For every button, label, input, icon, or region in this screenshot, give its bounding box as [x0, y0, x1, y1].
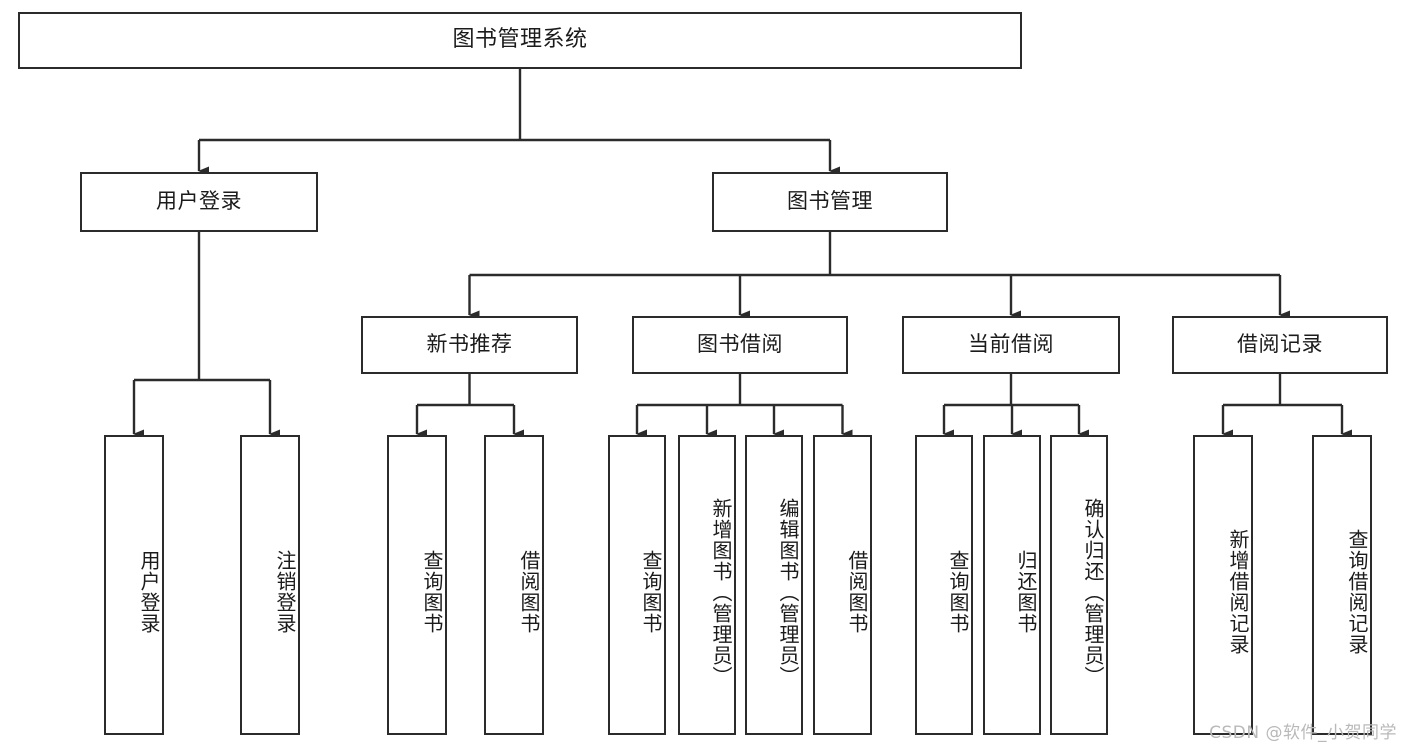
node-book-manage[interactable]: 图书管理 [712, 172, 948, 232]
node-leaf-user-login[interactable]: 用户登录 [104, 435, 164, 735]
node-leaf-confirm-return-admin-label: 确认归还（管理员） [1081, 497, 1105, 687]
node-leaf-add-borrow-record[interactable]: 新增借阅记录 [1193, 435, 1253, 735]
node-borrow-record[interactable]: 借阅记录 [1172, 316, 1388, 374]
node-borrow-record-label: 借阅记录 [1237, 332, 1323, 357]
node-book-borrow-label: 图书借阅 [697, 332, 783, 357]
edge-group [132, 69, 1352, 439]
node-leaf-borrow-book-2[interactable]: 借阅图书 [813, 435, 872, 735]
node-root[interactable]: 图书管理系统 [18, 12, 1022, 69]
node-user-login[interactable]: 用户登录 [80, 172, 318, 232]
node-leaf-edit-book-admin[interactable]: 编辑图书（管理员） [745, 435, 803, 735]
watermark: CSDN @软件_小贺同学 [1209, 723, 1397, 743]
node-root-label: 图书管理系统 [452, 27, 588, 53]
node-current-borrow-label: 当前借阅 [968, 332, 1054, 357]
node-leaf-query-book-2-label: 查询图书 [639, 550, 663, 634]
node-leaf-query-book-3-label: 查询图书 [946, 550, 970, 634]
node-leaf-user-login-label: 用户登录 [137, 550, 161, 634]
node-new-book-recommend[interactable]: 新书推荐 [361, 316, 578, 374]
node-leaf-borrow-book-1-label: 借阅图书 [517, 550, 541, 634]
node-leaf-query-book-2[interactable]: 查询图书 [608, 435, 666, 735]
node-leaf-query-borrow-record-label: 查询借阅记录 [1345, 529, 1369, 655]
node-leaf-query-borrow-record[interactable]: 查询借阅记录 [1312, 435, 1372, 735]
node-leaf-add-borrow-record-label: 新增借阅记录 [1226, 529, 1250, 655]
node-leaf-edit-book-admin-label: 编辑图书（管理员） [776, 497, 800, 687]
node-leaf-confirm-return-admin[interactable]: 确认归还（管理员） [1050, 435, 1108, 735]
node-leaf-return-book-label: 归还图书 [1014, 550, 1038, 634]
node-current-borrow[interactable]: 当前借阅 [902, 316, 1120, 374]
node-leaf-query-book-1-label: 查询图书 [420, 550, 444, 634]
node-leaf-add-book-admin-label: 新增图书（管理员） [709, 497, 733, 687]
node-leaf-query-book-1[interactable]: 查询图书 [387, 435, 447, 735]
node-leaf-borrow-book-1[interactable]: 借阅图书 [484, 435, 544, 735]
node-book-manage-label: 图书管理 [787, 189, 873, 214]
node-leaf-user-logout[interactable]: 注销登录 [240, 435, 300, 735]
node-leaf-add-book-admin[interactable]: 新增图书（管理员） [678, 435, 736, 735]
node-leaf-return-book[interactable]: 归还图书 [983, 435, 1041, 735]
node-user-login-label: 用户登录 [156, 189, 242, 214]
node-leaf-user-logout-label: 注销登录 [273, 550, 297, 634]
node-book-borrow[interactable]: 图书借阅 [632, 316, 848, 374]
node-leaf-query-book-3[interactable]: 查询图书 [915, 435, 973, 735]
node-new-book-recommend-label: 新书推荐 [426, 332, 513, 357]
node-leaf-borrow-book-2-label: 借阅图书 [845, 550, 869, 634]
